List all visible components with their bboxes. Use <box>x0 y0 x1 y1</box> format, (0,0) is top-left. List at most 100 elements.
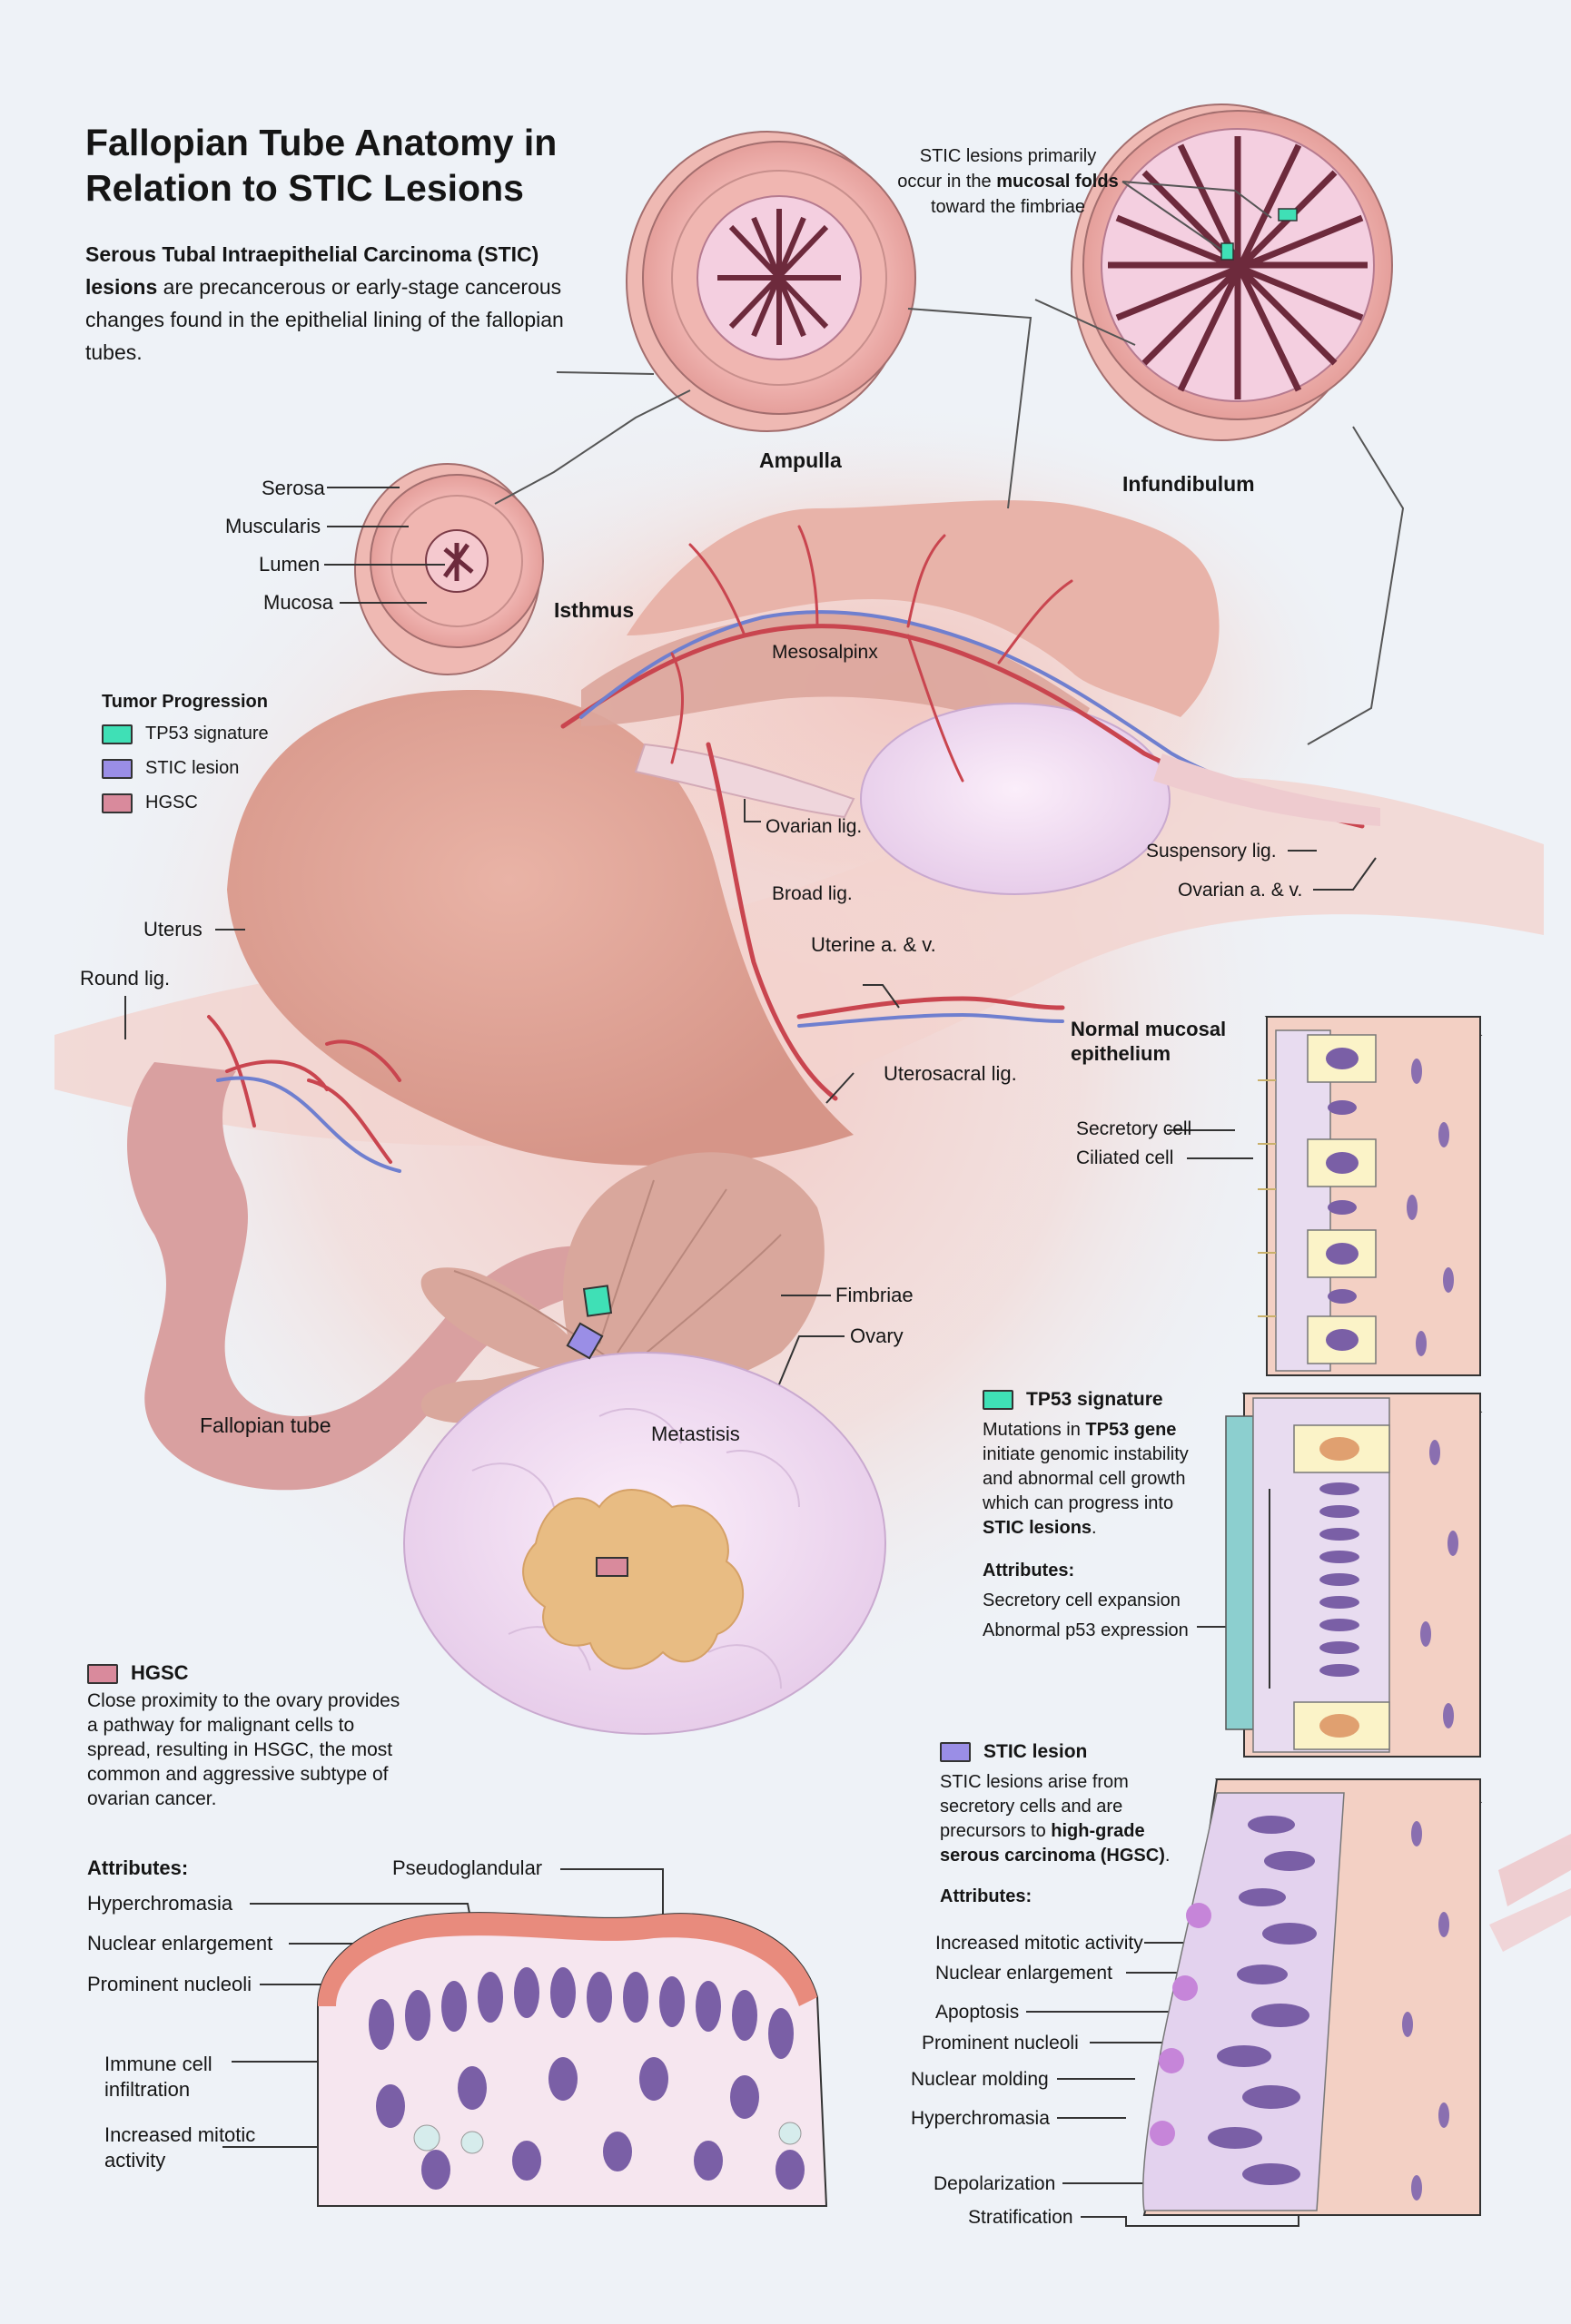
infundibulum-label: Infundibulum <box>1122 472 1255 496</box>
tp53-desc-pre: Mutations in <box>983 1420 1086 1440</box>
mesosalpinx-label: Mesosalpinx <box>772 642 878 663</box>
tp53-epithelium-block <box>1225 1393 1483 1758</box>
fallopian-tube <box>127 1062 627 1491</box>
stic-attributes-title: Attributes: <box>940 1886 1033 1906</box>
title-line-2: Relation to STIC Lesions <box>85 167 524 209</box>
stic-attr-stratification: Stratification <box>968 2207 1073 2228</box>
stic-note-line-1: STIC lesions primarily <box>919 146 1097 166</box>
hgsc-attr-immune: Immune cell infiltration <box>104 2053 212 2101</box>
stic-epithelium-block <box>1141 1778 1483 2216</box>
legend-swatch-hgsc <box>102 793 133 813</box>
hgsc-swatch <box>87 1664 118 1685</box>
lumen-label: Lumen <box>259 553 321 576</box>
legend-item-tp53: TP53 signature <box>102 722 269 745</box>
legend-swatch-tp53 <box>102 724 133 744</box>
uterus-label: Uterus <box>143 918 203 940</box>
stic-marker <box>566 1322 604 1360</box>
tp53-attr-2: Abnormal p53 expression <box>983 1620 1189 1640</box>
stic-note-bold: mucosal folds <box>996 172 1119 192</box>
tp53-heading: TP53 signature <box>983 1389 1210 1411</box>
tp53-desc-end: . <box>1092 1518 1097 1538</box>
title-line-1: Fallopian Tube Anatomy in <box>85 122 558 163</box>
stic-attr-depolarization: Depolarization <box>934 2173 1056 2194</box>
tp53-panel: TP53 signature Mutations in TP53 gene in… <box>983 1389 1210 1643</box>
legend-label-stic: STIC lesion <box>145 758 240 778</box>
hgsc-marker <box>596 1557 628 1577</box>
stic-description: STIC lesions arise from secretory cells … <box>940 1770 1194 1868</box>
tp53-desc-bold: TP53 gene <box>1085 1420 1177 1440</box>
tumor-progression-legend: Tumor Progression TP53 signature STIC le… <box>102 692 269 814</box>
hgsc-heading: HGSC <box>87 1661 414 1685</box>
uterus <box>227 690 854 1166</box>
normal-title-line-1: Normal mucosal <box>1071 1018 1227 1040</box>
stic-attr-molding: Nuclear molding <box>911 2069 1049 2090</box>
hgsc-attr-hyperchromasia: Hyperchromasia <box>87 1892 233 1915</box>
stic-attr-nuclear-enlargement: Nuclear enlargement <box>935 1963 1112 1984</box>
stic-title: STIC lesion <box>983 1741 1088 1762</box>
normal-epithelium-block <box>1258 1016 1483 1376</box>
uterosacral-lig-label: Uterosacral lig. <box>884 1062 1017 1085</box>
upper-ovary <box>860 703 1171 895</box>
ampulla-cross-section <box>626 131 916 432</box>
stic-location-note: STIC lesions primarily occur in the muco… <box>863 143 1153 220</box>
stic-note-pre: occur in the <box>897 172 997 192</box>
legend-item-hgsc: HGSC <box>102 791 269 814</box>
hgsc-attr-mitotic: Increased mitotic activity <box>104 2123 256 2171</box>
hgsc-panel: HGSC Close proximity to the ovary provid… <box>87 1661 414 1811</box>
stic-attr-hyperchromasia: Hyperchromasia <box>911 2108 1050 2129</box>
normal-epithelium-title: Normal mucosal epithelium <box>1071 1017 1226 1066</box>
legend-swatch-stic <box>102 758 133 779</box>
stic-desc-bold: high-grade serous carcinoma (HGSC) <box>940 1821 1165 1866</box>
legend-item-stic: STIC lesion <box>102 756 269 780</box>
tp53-description: Mutations in TP53 gene initiate genomic … <box>983 1418 1210 1541</box>
stic-note-line-3: toward the fimbriae <box>930 197 1086 217</box>
upper-tube <box>627 500 1220 717</box>
stic-heading: STIC lesion <box>940 1741 1194 1763</box>
tp53-marker <box>582 1285 613 1317</box>
stic-attr-apoptosis: Apoptosis <box>935 2002 1020 2023</box>
hgsc-attr-nuclear-enlargement: Nuclear enlargement <box>87 1932 273 1955</box>
infundibulum-cross-section <box>1071 103 1393 441</box>
suspensory-lig-label: Suspensory lig. <box>1146 841 1277 862</box>
fimbriae-label: Fimbriae <box>835 1284 914 1306</box>
intro-paragraph: Serous Tubal Intraepithelial Carcinoma (… <box>85 238 594 369</box>
page-title: Fallopian Tube Anatomy in Relation to ST… <box>85 120 630 211</box>
hgsc-attr-nucleoli: Prominent nucleoli <box>87 1973 252 1995</box>
decor-stripes <box>1489 1834 1571 1952</box>
metastasis <box>522 1489 744 1669</box>
connector-lines <box>494 181 1405 745</box>
tp53-desc-bold2: STIC lesions <box>983 1518 1092 1538</box>
mucosa-label: Mucosa <box>263 591 334 614</box>
stic-attr-mitotic: Increased mitotic activity <box>935 1933 1143 1954</box>
stic-desc-pre: STIC lesions arise from secretory cells … <box>940 1772 1129 1841</box>
uterine-av-label: Uterine a. & v. <box>811 933 936 956</box>
legend-label-hgsc: HGSC <box>145 793 198 812</box>
intro-rest: are precancerous or early-stage cancerou… <box>85 275 564 364</box>
isthmus-cross-section <box>354 463 544 675</box>
hgsc-attributes-title: Attributes: <box>87 1856 189 1879</box>
metastasis-label: Metastisis <box>651 1423 740 1445</box>
stic-desc-end: . <box>1164 1846 1171 1866</box>
hgsc-description: Close proximity to the ovary provides a … <box>87 1690 400 1809</box>
ovary-label: Ovary <box>850 1324 904 1347</box>
legend-title: Tumor Progression <box>102 692 268 712</box>
legend-label-tp53: TP53 signature <box>145 724 269 743</box>
muscularis-label: Muscularis <box>225 515 321 537</box>
fimbriae <box>420 1152 825 1423</box>
hgsc-title: HGSC <box>131 1661 189 1684</box>
ciliated-cell-label: Ciliated cell <box>1076 1147 1174 1168</box>
stic-swatch <box>940 1742 971 1763</box>
tp53-swatch <box>983 1390 1013 1411</box>
ovarian-av-label: Ovarian a. & v. <box>1178 880 1303 901</box>
round-lig-label: Round lig. <box>80 967 171 990</box>
normal-title-line-2: epithelium <box>1071 1042 1171 1065</box>
intro-bold: Serous Tubal Intraepithelial Carcinoma (… <box>85 242 539 299</box>
tp53-title: TP53 signature <box>1026 1389 1163 1410</box>
tp53-attributes-title: Attributes: <box>983 1561 1075 1581</box>
ampulla-label: Ampulla <box>759 448 842 472</box>
stic-attr-nucleoli: Prominent nucleoli <box>922 2033 1079 2053</box>
ovarian-lig-label: Ovarian lig. <box>766 816 863 837</box>
stic-panel: STIC lesion STIC lesions arise from secr… <box>940 1741 1194 1909</box>
serosa-label: Serosa <box>262 477 325 499</box>
